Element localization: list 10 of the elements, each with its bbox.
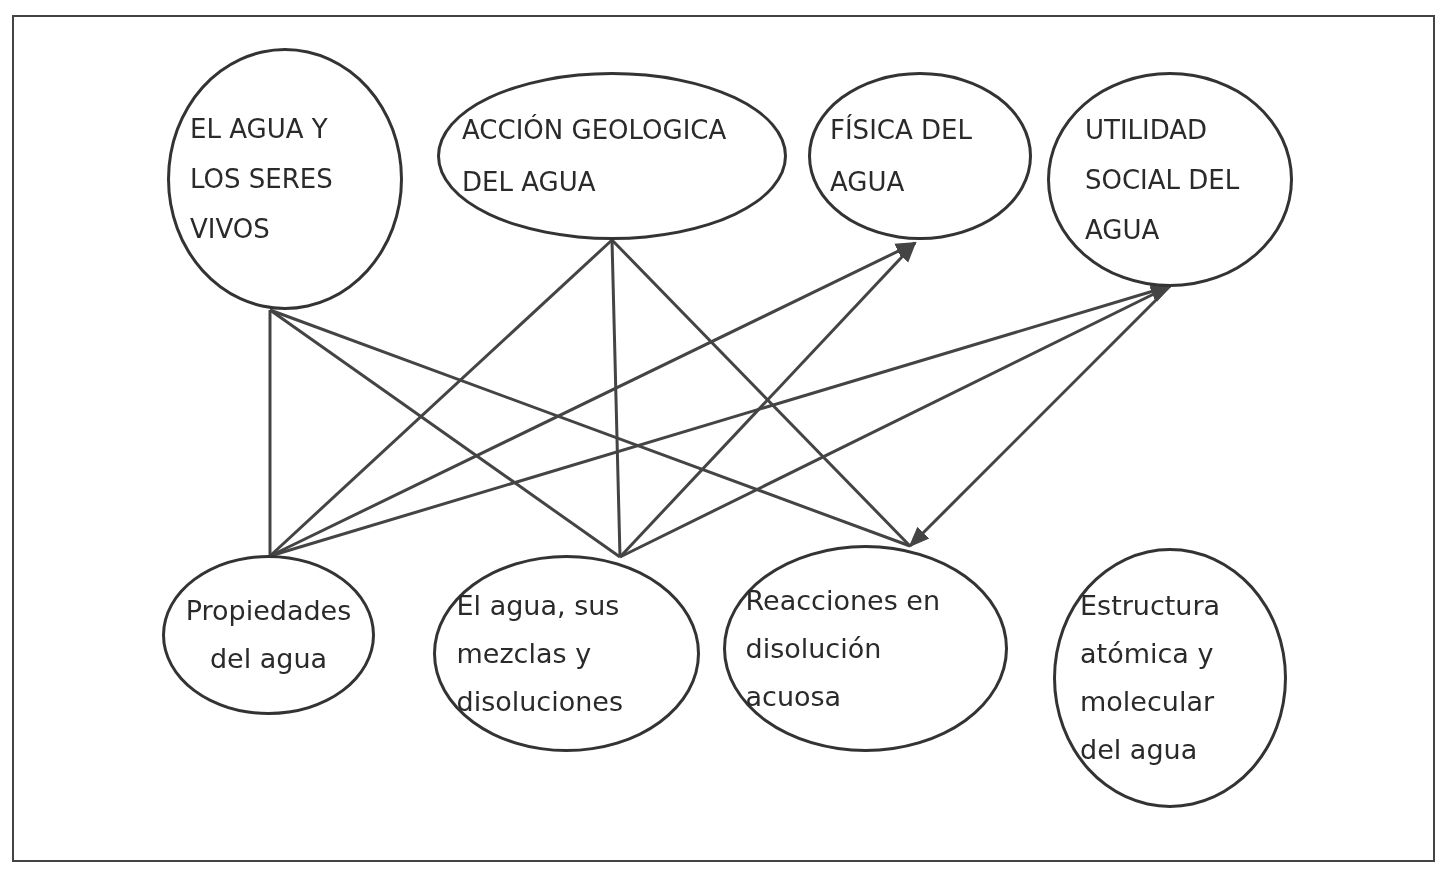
topic-text: Reacciones en disolución acuosa — [745, 583, 941, 714]
connector-line — [610, 239, 622, 558]
topic-text: Propiedades del agua — [184, 594, 353, 676]
topic-text: ACCIÓN GEOLOGICA DEL AGUA — [462, 113, 728, 199]
topic-text: Estructura atómica y molecular del agua — [1080, 589, 1222, 767]
topic-text: El agua, sus mezclas y disoluciones — [456, 588, 624, 719]
topic-text: EL AGUA Y LOS SERES VIVOS — [190, 113, 334, 246]
topic-text: UTILIDAD SOCIAL DEL AGUA — [1085, 113, 1241, 247]
topic-text: FÍSICA DEL AGUA — [830, 113, 973, 199]
connector-line — [268, 310, 272, 556]
